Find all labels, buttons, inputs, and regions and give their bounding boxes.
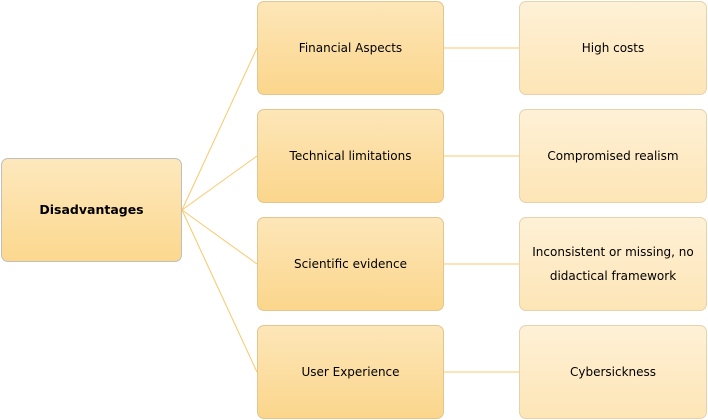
category-label: User Experience: [301, 365, 400, 379]
detail-node-compromised-realism: Compromised realism: [519, 109, 707, 203]
category-label: Technical limitations: [289, 149, 412, 163]
category-node-financial-aspects: Financial Aspects: [257, 1, 444, 95]
category-label: Scientific evidence: [294, 257, 407, 271]
detail-label: Inconsistent or missing, no didactical f…: [532, 245, 694, 283]
category-node-technical-limitations: Technical limitations: [257, 109, 444, 203]
root-node-label: Disadvantages: [39, 202, 144, 217]
detail-node-inconsistent-or-missing: Inconsistent or missing, no didactical f…: [519, 217, 707, 311]
detail-label: Cybersickness: [569, 365, 657, 379]
category-node-scientific-evidence: Scientific evidence: [257, 217, 444, 311]
detail-label: High costs: [581, 41, 645, 55]
category-label: Financial Aspects: [298, 41, 403, 55]
category-node-user-experience: User Experience: [257, 325, 444, 419]
detail-node-high-costs: High costs: [519, 1, 707, 95]
connector-root-to-user-experience: [181, 209, 258, 373]
detail-node-cybersickness: Cybersickness: [519, 325, 707, 419]
detail-label: Compromised realism: [547, 149, 679, 163]
connector-root-to-technical: [181, 155, 258, 211]
root-node-disadvantages: Disadvantages: [1, 158, 182, 262]
connector-root-to-scientific: [181, 209, 258, 265]
connector-root-to-financial: [181, 47, 258, 211]
